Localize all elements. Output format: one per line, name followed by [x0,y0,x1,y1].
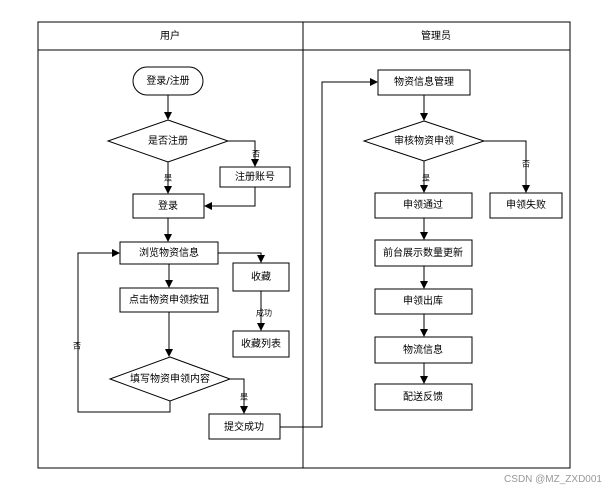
edge-fill-no-loop [77,249,171,413]
node-click-apply: 点击物资申领按钮 [119,287,219,313]
node-register-account: 注册账号 [219,166,291,188]
node-login-register: 登录/注册 [132,66,204,96]
node-submit-success: 提交成功 [208,413,281,440]
edge-label-no-review: 否 [522,160,530,169]
node-material-mgmt-label: 物资信息管理 [394,75,454,88]
node-frontend-update-label: 前台展示数量更新 [383,246,463,259]
node-apply-fail: 申领失败 [489,192,563,219]
node-login: 登录 [132,193,205,219]
edge-submit-to-admin [280,78,378,428]
node-logistics-info: 物流信息 [374,336,473,364]
edge-label-yes-review: 是 [422,174,430,183]
node-login-label: 登录 [158,199,178,212]
watermark: CSDN @MZ_ZXD001 [504,474,602,485]
node-apply-pass-label: 申领通过 [403,198,443,211]
node-register-account-label: 注册账号 [235,170,275,183]
edge-browse-to-favorite [218,252,265,263]
node-material-mgmt: 物资信息管理 [377,69,471,96]
edges [77,78,530,428]
node-review-apply: 审核物资申领 [362,120,486,162]
node-favorite-list: 收藏列表 [232,330,290,358]
node-submit-success-label: 提交成功 [224,420,264,433]
node-frontend-update: 前台展示数量更新 [374,239,473,267]
lane-title-user: 用户 [160,29,180,42]
edge-review-no [484,140,530,193]
swimlane-frame [37,21,571,469]
node-login-register-label: 登录/注册 [146,74,189,87]
edge-label-no-fill: 否 [73,342,81,351]
node-browse-info: 浏览物资信息 [119,241,219,265]
node-review-apply-label: 审核物资申领 [394,134,454,147]
node-apply-pass: 申领通过 [374,192,473,219]
node-apply-outbound-label: 申领出库 [403,294,443,307]
node-apply-outbound: 申领出库 [374,288,473,315]
node-delivery-feedback: 配送反馈 [374,383,473,411]
lane-title-admin: 管理员 [421,29,451,42]
edge-label-no-register: 否 [252,150,260,159]
node-is-registered-label: 是否注册 [148,134,188,147]
edge-label-fav-success: 成功 [256,308,272,318]
edge-register-account-to-login [204,187,256,210]
edge-label-yes-register: 是 [164,174,172,183]
node-fill-apply-label: 填写物资申领内容 [130,372,210,385]
node-delivery-feedback-label: 配送反馈 [403,390,443,403]
node-browse-info-label: 浏览物资信息 [139,246,199,259]
edge-label-yes-fill: 是 [240,393,248,402]
edge-fill-yes [230,378,248,414]
node-fill-apply: 填写物资申领内容 [108,356,232,402]
node-click-apply-label: 点击物资申领按钮 [129,293,209,306]
node-logistics-info-label: 物流信息 [403,343,443,356]
edge-is-registered-no [228,140,259,167]
node-is-registered: 是否注册 [106,119,230,163]
node-apply-fail-label: 申领失败 [506,198,546,211]
node-favorite-label: 收藏 [251,270,271,283]
node-favorite: 收藏 [232,262,290,292]
node-favorite-list-label: 收藏列表 [241,337,281,350]
